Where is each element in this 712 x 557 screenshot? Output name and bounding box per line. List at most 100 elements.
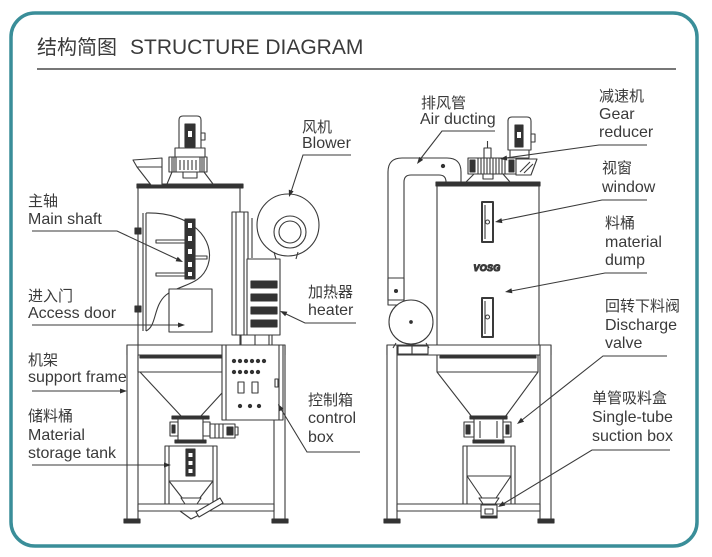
arrowhead-icon bbox=[500, 155, 508, 161]
material-dump-leader-line bbox=[510, 272, 647, 292]
air-ducting-label-cn: 排风管 bbox=[421, 95, 466, 112]
storage-tank-label-en-line1: Material bbox=[28, 427, 85, 444]
arrowhead-icon bbox=[164, 462, 171, 468]
suction-box-label-en-line2: suction box bbox=[592, 428, 673, 445]
right-machine: VOSG bbox=[383, 116, 555, 524]
gear-reducer-label-cn: 减速机 bbox=[599, 88, 644, 105]
gear-reducer-label-en-line1: Gear bbox=[599, 106, 635, 123]
discharge-valve-leader-line bbox=[521, 355, 667, 421]
label-blower: 风机 Blower bbox=[302, 119, 352, 152]
storage-tank-label-en-line2: storage tank bbox=[28, 445, 117, 462]
suction-box-label-en-line1: Single-tube bbox=[592, 409, 673, 426]
heater-label-cn: 加热器 bbox=[308, 284, 353, 301]
arrowhead-icon bbox=[175, 256, 183, 262]
right-suction-box bbox=[478, 497, 500, 519]
material-dump-label-en-line2: dump bbox=[605, 252, 645, 269]
support-frame-label-cn: 机架 bbox=[28, 352, 58, 369]
gear-reducer-leader-line bbox=[505, 144, 647, 159]
main-shaft bbox=[155, 218, 208, 280]
right-drive-motor bbox=[507, 116, 536, 159]
discharge-valve-label-en-line2: valve bbox=[605, 335, 642, 352]
main-shaft-label-cn: 主轴 bbox=[28, 193, 58, 210]
label-access-door: 进入门 Access door bbox=[28, 288, 117, 322]
main-shaft-leader-line bbox=[32, 230, 181, 261]
arrowhead-icon bbox=[417, 156, 424, 164]
right-frame-leg-left bbox=[386, 344, 398, 522]
bolt-icon bbox=[134, 305, 142, 313]
suction-box-label-cn: 单管吸料盒 bbox=[592, 390, 667, 407]
indicator-lights bbox=[231, 358, 267, 409]
label-suction-box: 单管吸料盒 Single-tube suction box bbox=[592, 390, 673, 445]
material-dump-label-cn: 料桶 bbox=[605, 215, 635, 232]
control-box-leader-line bbox=[280, 408, 360, 453]
storage-tank-label-cn: 储料桶 bbox=[28, 408, 73, 425]
right-frame-leg-right bbox=[539, 344, 552, 522]
label-air-ducting: 排风管 Air ducting bbox=[420, 95, 496, 128]
window-label-en: window bbox=[601, 179, 656, 196]
arrowhead-icon bbox=[178, 322, 185, 328]
leader-lines bbox=[32, 130, 670, 507]
heater-leader-line bbox=[284, 313, 356, 324]
left-air-duct-column bbox=[231, 211, 253, 336]
right-sight-window-lower bbox=[481, 297, 494, 338]
arrowhead-icon bbox=[498, 501, 506, 507]
access-door-label-en: Access door bbox=[28, 305, 117, 322]
page-title-cn: 结构简图 bbox=[37, 36, 117, 59]
right-gear-reducer bbox=[465, 141, 538, 183]
arrowhead-icon bbox=[280, 311, 288, 317]
right-storage-tank bbox=[462, 445, 516, 505]
discharge-valve-label-en-line1: Discharge bbox=[605, 317, 677, 334]
gear-reducer-label-en-line2: reducer bbox=[599, 124, 654, 141]
right-blower bbox=[388, 299, 434, 349]
control-box-label-en-line2: box bbox=[308, 429, 334, 446]
support-frame-label-en: support frame bbox=[28, 369, 127, 386]
agitator-arm bbox=[155, 239, 186, 244]
window-leader-line bbox=[500, 199, 647, 222]
suction-box-leader-line bbox=[502, 449, 670, 505]
right-labels: 排风管 Air ducting 减速机 Gear reducer 视窗 wind… bbox=[420, 88, 680, 445]
right-frame-crossbar bbox=[396, 503, 541, 512]
brand-logo: VOSG bbox=[473, 263, 500, 273]
discharge-valve-label-cn: 回转下料阀 bbox=[605, 298, 680, 315]
display-meter bbox=[251, 381, 259, 394]
blower-label-cn: 风机 bbox=[302, 119, 332, 136]
left-gear-ring bbox=[166, 156, 214, 185]
label-window: 视窗 window bbox=[601, 159, 656, 196]
display-meter bbox=[237, 381, 245, 394]
left-control-box bbox=[221, 344, 284, 421]
left-frame-foot bbox=[271, 518, 289, 524]
arrowhead-icon bbox=[517, 417, 525, 424]
frame-border bbox=[9, 11, 699, 548]
label-discharge-valve: 回转下料阀 Discharge valve bbox=[605, 298, 680, 352]
bolt-icon bbox=[134, 227, 142, 235]
right-air-ducting bbox=[387, 157, 462, 306]
control-box-label-cn: 控制箱 bbox=[308, 392, 353, 409]
label-material-dump: 料桶 material dump bbox=[605, 215, 662, 269]
left-cutaway bbox=[134, 212, 210, 332]
agitator-arm bbox=[155, 272, 186, 277]
left-frame-foot bbox=[123, 518, 141, 524]
material-dump-label-en-line1: material bbox=[605, 234, 662, 251]
left-feed-inlet bbox=[132, 157, 163, 186]
arrowhead-icon bbox=[495, 218, 503, 224]
page-title-en: STRUCTURE DIAGRAM bbox=[130, 36, 363, 59]
blower-label-en: Blower bbox=[302, 135, 352, 152]
control-box-label-en-line1: control bbox=[308, 410, 356, 427]
blower-leader-line bbox=[290, 154, 351, 193]
arrowhead-icon bbox=[288, 189, 294, 197]
heater-label-en: heater bbox=[308, 302, 354, 319]
left-discharge-valve bbox=[169, 415, 239, 444]
arrowhead-icon bbox=[278, 404, 284, 412]
main-shaft-label-en: Main shaft bbox=[28, 211, 102, 228]
left-labels: 主轴 Main shaft 进入门 Access door 机架 support… bbox=[28, 119, 356, 462]
left-machine bbox=[123, 115, 320, 524]
right-frame-foot bbox=[383, 518, 401, 524]
air-ducting-label-en: Air ducting bbox=[420, 111, 496, 128]
blower-mount bbox=[397, 345, 429, 355]
left-heater bbox=[240, 258, 281, 346]
right-frame-foot bbox=[537, 518, 555, 524]
arrowhead-icon bbox=[505, 288, 513, 294]
access-door-label-cn: 进入门 bbox=[28, 288, 73, 305]
left-drive-motor bbox=[174, 115, 206, 158]
